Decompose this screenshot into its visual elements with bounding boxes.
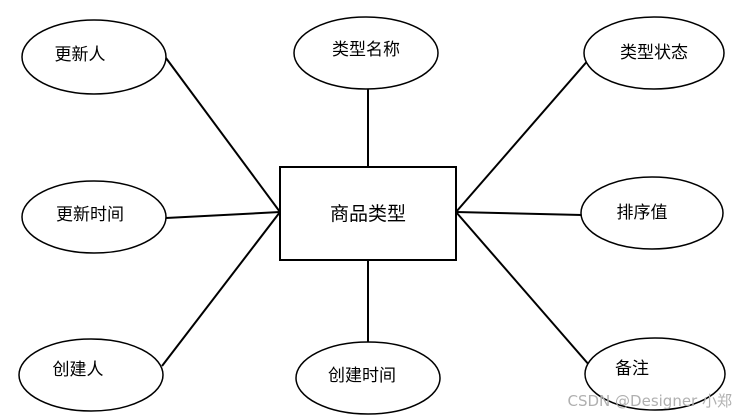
connector-updated-time <box>165 211 281 219</box>
csdn-watermark: CSDN @Designer 小郑 <box>568 392 733 410</box>
attribute-type-status: 类型状态 <box>583 16 725 90</box>
attribute-updated-time: 更新时间 <box>21 180 167 254</box>
attribute-label: 排序值 <box>617 203 668 223</box>
attribute-label: 类型名称 <box>332 40 400 60</box>
entity-product-type: 商品类型 <box>279 166 457 261</box>
attribute-created-time: 创建时间 <box>295 341 441 415</box>
attribute-label: 创建时间 <box>328 366 396 386</box>
entity-label: 商品类型 <box>330 203 406 225</box>
connector-remark <box>455 211 591 367</box>
attribute-ellipse <box>584 337 726 411</box>
attribute-ellipse <box>295 341 441 415</box>
attribute-label: 创建人 <box>53 360 104 380</box>
connector-lines <box>161 57 591 367</box>
connector-type-status <box>455 57 591 213</box>
attribute-remark: 备注 <box>584 337 726 411</box>
attribute-label: 类型状态 <box>620 43 688 63</box>
attribute-label: 备注 <box>615 359 649 379</box>
attribute-ellipse <box>21 19 167 95</box>
connector-created-by <box>161 211 281 367</box>
attribute-ellipse <box>580 176 724 250</box>
attribute-ellipse <box>583 16 725 90</box>
connector-sort-value <box>455 211 583 216</box>
attribute-updated-by: 更新人 <box>21 19 167 95</box>
attribute-created-by: 创建人 <box>18 338 164 412</box>
attribute-ellipse <box>21 180 167 254</box>
attribute-type-name: 类型名称 <box>293 16 439 90</box>
connector-updated-by <box>165 57 281 213</box>
attribute-ellipse <box>18 338 164 412</box>
attribute-label: 更新人 <box>55 45 106 65</box>
entity-box <box>279 166 457 261</box>
attribute-sort-value: 排序值 <box>580 176 724 250</box>
attribute-label: 更新时间 <box>56 205 124 225</box>
attribute-ellipse <box>293 16 439 90</box>
